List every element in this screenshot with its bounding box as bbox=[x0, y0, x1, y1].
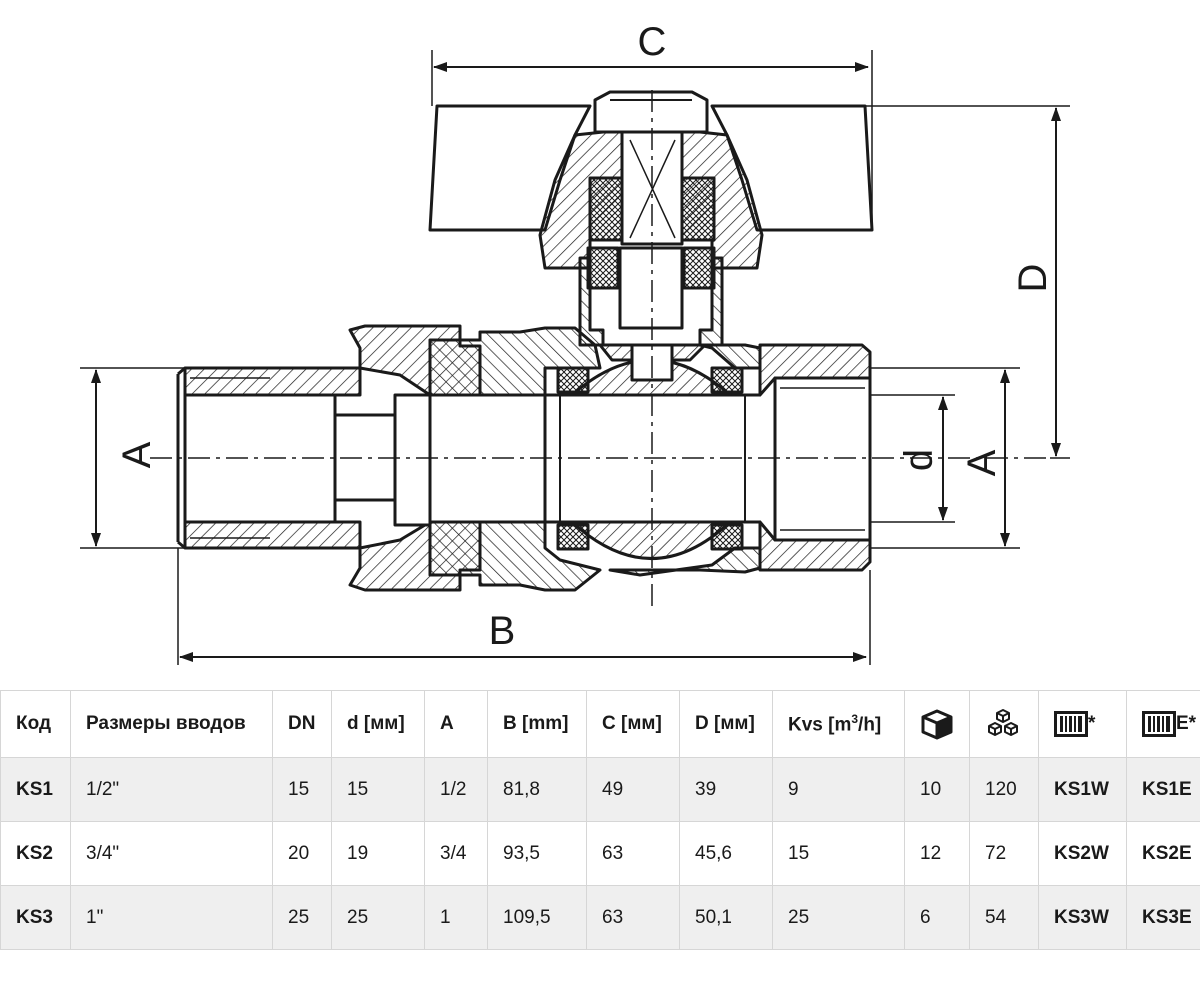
header-boxes bbox=[969, 690, 1039, 758]
cell-barcode-e: KS1E bbox=[1126, 757, 1200, 822]
right-female-thread bbox=[758, 343, 872, 572]
cell-d: 15 bbox=[331, 757, 425, 822]
cell-box: 12 bbox=[904, 821, 970, 886]
header-kvs: Kvs [m3/h] bbox=[772, 690, 905, 758]
cell-barcode-e: KS2E bbox=[1126, 821, 1200, 886]
cell-barcode-e: KS3E bbox=[1126, 885, 1200, 950]
cell-boxes: 120 bbox=[969, 757, 1039, 822]
cell-d: 25 bbox=[331, 885, 425, 950]
cell-code: KS3 bbox=[0, 885, 71, 950]
cell-barcode-w: KS2W bbox=[1038, 821, 1127, 886]
cell-dd: 50,1 bbox=[679, 885, 773, 950]
cell-size: 3/4" bbox=[70, 821, 273, 886]
cell-box: 6 bbox=[904, 885, 970, 950]
dim-label-small-d: d bbox=[897, 449, 941, 471]
table-header-row: Код Размеры вводов DN d [мм] A B [mm] C … bbox=[0, 690, 1200, 758]
dim-label-a-right: A bbox=[960, 449, 1004, 476]
barcode-e-suffix: E* bbox=[1176, 713, 1197, 735]
barcode-icon bbox=[1142, 711, 1176, 737]
dim-label-b: B bbox=[489, 609, 516, 653]
cell-kvs: 25 bbox=[772, 885, 905, 950]
cell-b: 93,5 bbox=[487, 821, 587, 886]
valve-body bbox=[428, 326, 762, 592]
cell-kvs: 15 bbox=[772, 821, 905, 886]
ball bbox=[556, 358, 746, 560]
header-box bbox=[904, 690, 970, 758]
cell-size: 1" bbox=[70, 885, 273, 950]
dim-label-d: D bbox=[1011, 264, 1055, 293]
header-dd: D [мм] bbox=[679, 690, 773, 758]
box-icon bbox=[921, 709, 953, 740]
header-code: Код bbox=[0, 690, 71, 758]
cell-boxes: 72 bbox=[969, 821, 1039, 886]
header-barcode-e: E* bbox=[1126, 690, 1200, 758]
cell-a: 3/4 bbox=[424, 821, 488, 886]
cell-dd: 45,6 bbox=[679, 821, 773, 886]
cell-barcode-w: KS1W bbox=[1038, 757, 1127, 822]
table-row: KS3 1" 25 25 1 109,5 63 50,1 25 6 54 KS3… bbox=[0, 885, 1200, 950]
cell-d: 19 bbox=[331, 821, 425, 886]
cell-size: 1/2" bbox=[70, 757, 273, 822]
table-row: KS1 1/2" 15 15 1/2 81,8 49 39 9 10 120 K… bbox=[0, 757, 1200, 822]
cell-boxes: 54 bbox=[969, 885, 1039, 950]
cell-code: KS2 bbox=[0, 821, 71, 886]
header-a: A bbox=[424, 690, 488, 758]
valve-section-drawing: C B A D A d bbox=[80, 20, 1070, 665]
cell-dn: 20 bbox=[272, 821, 332, 886]
cell-code: KS1 bbox=[0, 757, 71, 822]
spec-table: Код Размеры вводов DN d [мм] A B [mm] C … bbox=[0, 690, 1200, 950]
header-d: d [мм] bbox=[331, 690, 425, 758]
header-dn: DN bbox=[272, 690, 332, 758]
kvs-sup: 3 bbox=[851, 711, 859, 726]
header-barcode-w: * bbox=[1038, 690, 1127, 758]
cell-a: 1 bbox=[424, 885, 488, 950]
cell-a: 1/2 bbox=[424, 757, 488, 822]
kvs-prefix: Kvs [m bbox=[788, 714, 852, 736]
cell-kvs: 9 bbox=[772, 757, 905, 822]
cell-c: 63 bbox=[586, 821, 680, 886]
dim-label-c: C bbox=[638, 20, 667, 64]
table-row: KS2 3/4" 20 19 3/4 93,5 63 45,6 15 12 72… bbox=[0, 821, 1200, 886]
cell-dn: 25 bbox=[272, 885, 332, 950]
boxes-stack-icon bbox=[988, 709, 1018, 736]
cell-c: 49 bbox=[586, 757, 680, 822]
cell-box: 10 bbox=[904, 757, 970, 822]
cell-dn: 15 bbox=[272, 757, 332, 822]
stem bbox=[578, 246, 724, 382]
header-b: B [mm] bbox=[487, 690, 587, 758]
header-size: Размеры вводов bbox=[70, 690, 273, 758]
cell-c: 63 bbox=[586, 885, 680, 950]
cell-b: 109,5 bbox=[487, 885, 587, 950]
barcode-w-suffix: * bbox=[1088, 713, 1096, 735]
header-c: C [мм] bbox=[586, 690, 680, 758]
cell-dd: 39 bbox=[679, 757, 773, 822]
cell-barcode-w: KS3W bbox=[1038, 885, 1127, 950]
dim-label-a-left: A bbox=[115, 441, 159, 468]
cell-b: 81,8 bbox=[487, 757, 587, 822]
butterfly-handle bbox=[428, 90, 874, 270]
barcode-icon bbox=[1054, 711, 1088, 737]
kvs-suffix: /h] bbox=[858, 714, 882, 736]
